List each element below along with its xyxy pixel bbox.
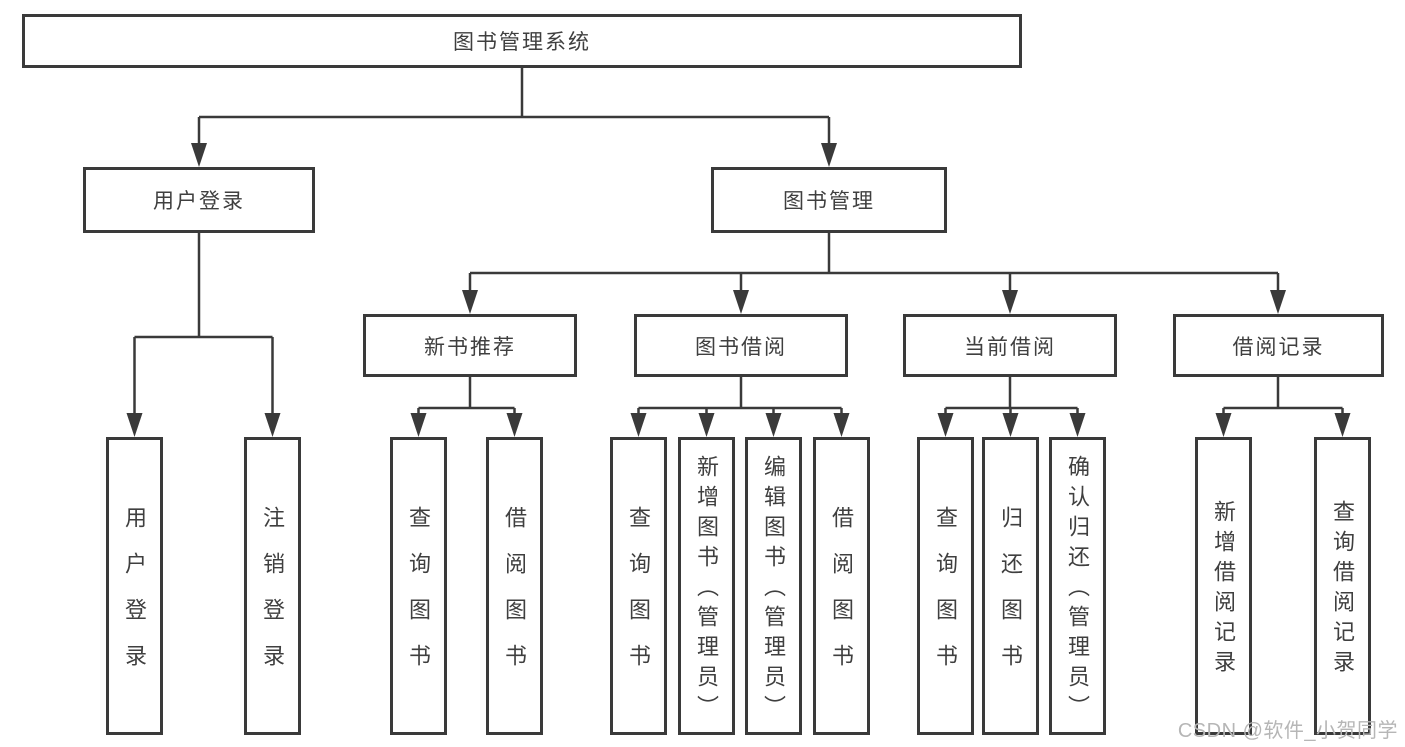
node-new-book-recommend: 新书推荐 [363, 314, 577, 377]
leaf-return-book: 归还图书 [982, 437, 1039, 735]
node-label: 用户登录 [153, 190, 245, 213]
leaf-edit-book-admin: 编辑图书（管理员） [745, 437, 802, 735]
leaf-add-book-admin: 新增图书（管理员） [678, 437, 735, 735]
node-label: 图书管理 [783, 190, 875, 213]
node-label: 查询借阅记录 [1330, 500, 1356, 680]
leaf-query-borrow-record: 查询借阅记录 [1314, 437, 1371, 735]
node-label: 编辑图书（管理员） [761, 455, 787, 725]
node-label: 当前借阅 [964, 335, 1056, 359]
node-label: 新增图书（管理员） [694, 455, 720, 725]
node-book-management: 图书管理 [711, 167, 947, 233]
node-label: 图书借阅 [695, 335, 787, 359]
node-book-borrowing: 图书借阅 [634, 314, 848, 377]
node-label: 注销登录 [260, 506, 286, 690]
node-label: 借阅图书 [502, 506, 528, 690]
node-label: 查询图书 [626, 506, 652, 690]
node-label: 图书管理系统 [453, 31, 591, 54]
leaf-borrow-books-2: 借阅图书 [813, 437, 870, 735]
node-label: 归还图书 [998, 506, 1024, 690]
leaf-user-login: 用户登录 [106, 437, 163, 735]
node-label: 查询图书 [406, 506, 432, 690]
node-borrowing-records: 借阅记录 [1173, 314, 1384, 377]
leaf-query-books-1: 查询图书 [390, 437, 447, 735]
leaf-borrow-books-1: 借阅图书 [486, 437, 543, 735]
node-label: 查询图书 [933, 506, 959, 690]
watermark: CSDN @软件_小贺同学 [1177, 720, 1398, 742]
node-label: 确认归还（管理员） [1065, 455, 1091, 725]
leaf-query-books-2: 查询图书 [610, 437, 667, 735]
node-label: 新增借阅记录 [1211, 500, 1237, 680]
leaf-query-books-3: 查询图书 [917, 437, 974, 735]
node-label: 新书推荐 [424, 335, 516, 359]
node-label: 用户登录 [122, 506, 148, 690]
leaf-logout-login: 注销登录 [244, 437, 301, 735]
node-label: 借阅记录 [1232, 335, 1325, 359]
node-library-system: 图书管理系统 [22, 14, 1022, 68]
node-label: 借阅图书 [829, 506, 855, 690]
node-user-login-module: 用户登录 [83, 167, 315, 233]
leaf-confirm-return-admin: 确认归还（管理员） [1049, 437, 1106, 735]
leaf-add-borrow-record: 新增借阅记录 [1195, 437, 1252, 735]
node-current-borrowing: 当前借阅 [903, 314, 1117, 377]
